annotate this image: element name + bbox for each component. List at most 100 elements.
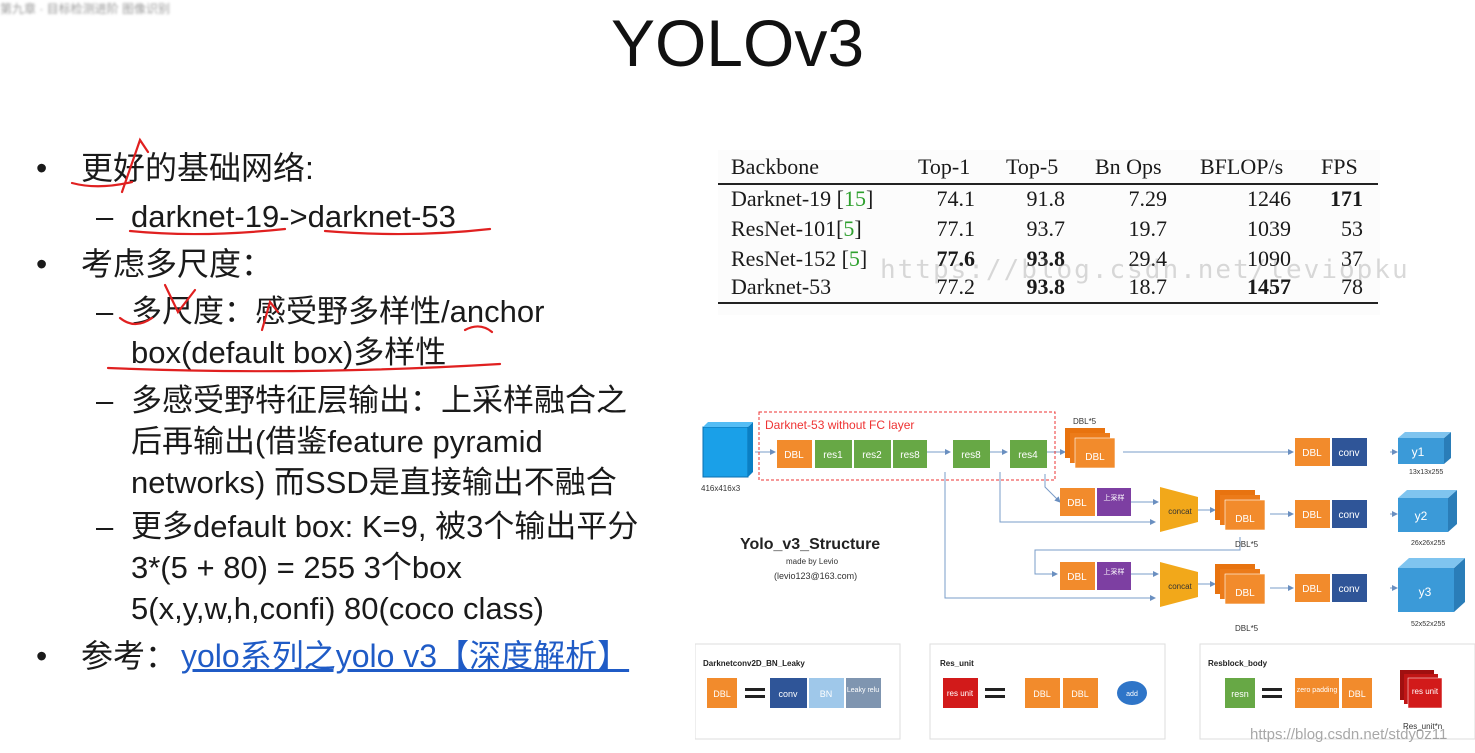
dbl-block: DBL: [713, 689, 731, 699]
backbone-frame-label: Darknet-53 without FC layer: [765, 418, 914, 432]
sub-bullet-line: 多感受野特征层输出：上采样融合之: [131, 383, 627, 418]
resn-block: resn: [1231, 689, 1249, 699]
zero-padding-block: zero padding: [1297, 687, 1338, 694]
conv-block: conv: [1338, 584, 1359, 595]
dbl-block: DBL: [1033, 689, 1051, 699]
table-cell-top1: 77.2: [936, 274, 976, 299]
structure-title: Yolo_v3_Structure: [740, 536, 880, 553]
add-node: add: [1126, 691, 1138, 698]
table-cell-fps: 53: [1341, 216, 1363, 241]
table-cell-bflops: 1039: [1247, 216, 1291, 241]
dbl5-label: DBL*5: [1073, 417, 1097, 426]
res-unit-block: res unit: [947, 689, 974, 698]
dbl-block: DBL: [1348, 689, 1366, 699]
table-backbone-name: Darknet-19 [15]: [731, 186, 874, 211]
leaky-relu-block: Leaky relu: [847, 687, 879, 694]
table-cell-fps: 171: [1330, 186, 1363, 211]
sub-bullet-line: 更多default box: K=9, 被3个输出平分: [131, 509, 639, 544]
yolov3-architecture-diagram: 416x416x3 Darknet-53 without FC layer DB…: [695, 411, 1475, 740]
reference-prefix: 参考：: [81, 638, 178, 674]
y3-size-label: 52x52x255: [1411, 621, 1445, 628]
backbone-comparison-table: Backbone Top-1 Top-5 Bn Ops BFLOP/s FPS …: [718, 150, 1380, 315]
dbl-block: DBL: [1085, 452, 1105, 463]
footer-watermark: https://blog.csdn.net/stdy0z11: [1250, 726, 1448, 743]
table-cell-fps: 78: [1341, 274, 1363, 299]
bn-block: BN: [820, 689, 833, 699]
concat-block: concat: [1168, 582, 1192, 591]
sub-bullet-line: 多尺度：感受野多样性/anchor: [131, 294, 545, 329]
table-watermark: https://blog.csdn.net/leviopku: [880, 255, 1410, 285]
table-header: Top-5: [1006, 154, 1059, 179]
table-cell-bnops: 18.7: [1128, 274, 1168, 299]
faded-header-text: 第九章 · 目标检测进阶 图像识别: [0, 2, 170, 14]
res2-block: res2: [862, 450, 882, 461]
table-cell-top1: 77.1: [936, 216, 976, 241]
concat-block: concat: [1168, 507, 1192, 516]
sub-bullet-line: networks) 而SSD是直接输出不融合: [131, 465, 617, 500]
upsample-block: 上采样: [1104, 567, 1125, 576]
dbl-block: DBL: [1071, 689, 1089, 699]
bullet-text: 更好的基础网络:: [81, 150, 314, 186]
sub-bullet-line: 后再输出(借鉴feature pyramid: [131, 424, 543, 459]
table-header: Top-1: [918, 154, 971, 179]
table-cell-fps: 37: [1341, 246, 1363, 271]
sub-bullet-text: darknet-19->darknet-53: [131, 199, 456, 234]
table-cell-top5: 93.7: [1026, 216, 1066, 241]
conv-block: conv: [1338, 510, 1359, 521]
input-size-label: 416x416x3: [701, 484, 741, 493]
table-cell-bflops: 1246: [1247, 186, 1291, 211]
conv-block: conv: [778, 689, 798, 699]
structure-author: made by Levio: [786, 557, 839, 566]
y1-output: y1: [1412, 445, 1425, 459]
conv-block: conv: [1338, 448, 1359, 459]
bullet-text: 考虑多尺度：: [81, 246, 274, 282]
reference-link[interactable]: yolo系列之yolo v3【深度解析】: [181, 638, 630, 674]
upsample-block: 上采样: [1104, 493, 1125, 502]
legend-res-unit-title: Res_unit: [940, 659, 974, 668]
table-header: Backbone: [731, 154, 819, 179]
table-backbone-name: ResNet-101[5]: [731, 216, 862, 241]
res8-block: res8: [900, 450, 920, 461]
table-rule: [718, 302, 1378, 304]
legend-resblock-title: Resblock_body: [1208, 659, 1268, 668]
sub-bullet-line: 3*(5 + 80) = 255 3个box: [131, 550, 462, 585]
table-cell-bnops: 19.7: [1128, 216, 1168, 241]
res-unit-n-label: Res_unit*n: [1403, 722, 1442, 731]
res4-block: res4: [1018, 450, 1038, 461]
structure-email: (levio123@163.com): [774, 571, 857, 581]
table-cell-top5: 91.8: [1026, 186, 1066, 211]
dbl5-label: DBL*5: [1235, 624, 1259, 633]
res-unit-block: res unit: [1412, 687, 1439, 696]
y1-size-label: 13x13x255: [1409, 469, 1443, 476]
table-cell-top1: 74.1: [936, 186, 976, 211]
y2-size-label: 26x26x255: [1411, 540, 1445, 547]
table-cell-top1: 77.6: [936, 246, 976, 271]
res1-block: res1: [823, 450, 843, 461]
legend-dbl-title: Darknetconv2D_BN_Leaky: [703, 659, 805, 668]
table-rule: [718, 183, 1378, 185]
dbl-block: DBL: [1067, 572, 1087, 583]
table-header: FPS: [1321, 154, 1358, 179]
table-header: BFLOP/s: [1200, 154, 1284, 179]
dbl-block: DBL: [1067, 498, 1087, 509]
sub-bullet-line: box(default box)多样性: [131, 335, 447, 370]
y2-output: y2: [1415, 509, 1428, 523]
y3-output: y3: [1419, 585, 1432, 599]
dbl-block: DBL: [1235, 514, 1255, 525]
dbl-block: DBL: [784, 450, 804, 461]
dbl-block: DBL: [1302, 448, 1322, 459]
sub-bullet-line: 5(x,y,w,h,confi) 80(coco class): [131, 591, 544, 626]
table-header: Bn Ops: [1095, 154, 1162, 179]
table-cell-bflops: 1090: [1247, 246, 1291, 271]
table-cell-top5: 93.8: [1026, 274, 1066, 299]
dbl-block: DBL: [1302, 510, 1322, 521]
dbl-block: DBL: [1302, 584, 1322, 595]
table-cell-bflops: 1457: [1247, 274, 1291, 299]
dbl-block: DBL: [1235, 588, 1255, 599]
table-cell-bnops: 29.4: [1128, 246, 1168, 271]
res8-block: res8: [961, 450, 981, 461]
slide-title: YOLOv3: [610, 6, 865, 80]
table-cell-bnops: 7.29: [1128, 186, 1168, 211]
table-backbone-name: Darknet-53: [731, 274, 832, 299]
dbl5-label: DBL*5: [1235, 540, 1259, 549]
